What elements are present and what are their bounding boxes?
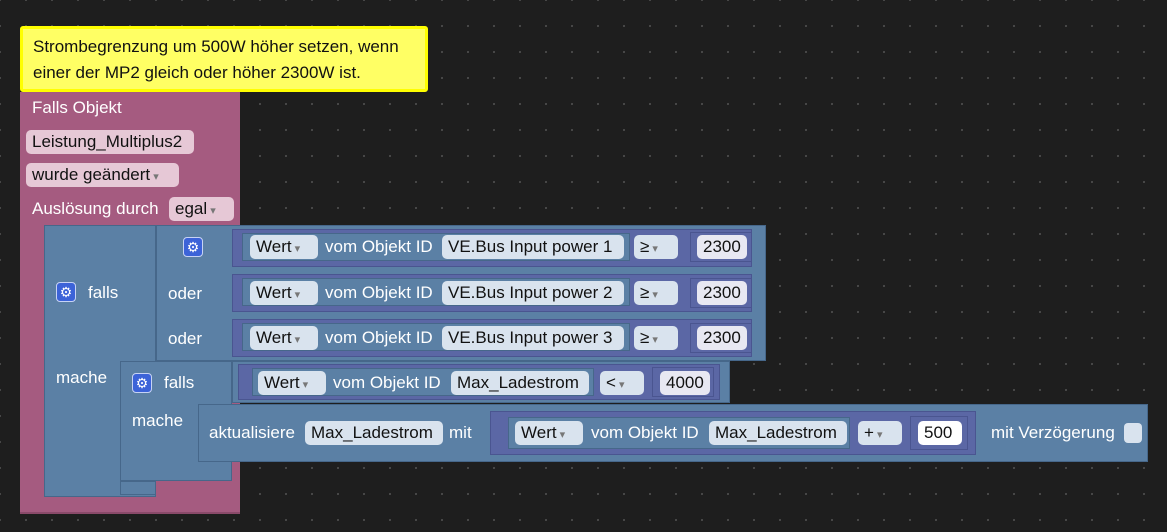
from-object-label-1: vom Objekt ID <box>325 237 433 256</box>
object-id-field-3[interactable]: VE.Bus Input power 3 <box>442 326 624 350</box>
update-with-label: mit <box>449 423 472 442</box>
or-block-gear-icon[interactable]: ⚙ <box>183 237 203 257</box>
math-operator-dropdown[interactable]: + <box>858 421 902 445</box>
number-field-1[interactable]: 2300 <box>697 235 747 259</box>
trigger-object-field[interactable]: Leistung_Multiplus2 <box>26 130 194 154</box>
value-dropdown-2[interactable]: Wert <box>250 281 318 305</box>
value-dropdown-5[interactable]: Wert <box>515 421 583 445</box>
object-id-field-5[interactable]: Max_Ladestrom <box>709 421 847 445</box>
operator-dropdown-1[interactable]: ≥ <box>634 235 678 259</box>
if-outer-mache-label: mache <box>56 368 108 387</box>
trigger-title: Falls Objekt <box>32 98 122 117</box>
object-id-field-4[interactable]: Max_Ladestrom <box>451 371 589 395</box>
trigger-source-dropdown[interactable]: egal <box>169 197 234 221</box>
from-object-label-5: vom Objekt ID <box>591 423 699 442</box>
value-dropdown-3[interactable]: Wert <box>250 326 318 350</box>
from-object-label-2: vom Objekt ID <box>325 283 433 302</box>
if-inner-gear-icon[interactable]: ⚙ <box>132 373 152 393</box>
comment-bubble[interactable]: Strombegrenzung um 500W höher setzen, we… <box>20 26 428 92</box>
update-object-field[interactable]: Max_Ladestrom <box>305 421 443 445</box>
if-outer-gear-icon[interactable]: ⚙ <box>56 282 76 302</box>
from-object-label-3: vom Objekt ID <box>325 328 433 347</box>
value-dropdown-4[interactable]: Wert <box>258 371 326 395</box>
object-id-field-2[interactable]: VE.Bus Input power 2 <box>442 281 624 305</box>
or-label-1: oder <box>168 284 203 303</box>
trigger-change-dropdown[interactable]: wurde geändert <box>26 163 179 187</box>
from-object-label-4: vom Objekt ID <box>333 373 441 392</box>
if-block-inner-bottom <box>120 481 156 495</box>
operator-dropdown-4[interactable]: < <box>600 371 644 395</box>
trigger-source-label: Auslösung durch <box>32 199 159 218</box>
if-outer-falls-label: falls <box>88 283 119 302</box>
delay-checkbox[interactable] <box>1124 423 1142 443</box>
trigger-block-bottom <box>20 512 240 514</box>
operator-dropdown-3[interactable]: ≥ <box>634 326 678 350</box>
if-inner-mache-label: mache <box>132 411 184 430</box>
value-dropdown-1[interactable]: Wert <box>250 235 318 259</box>
comment-line-1: Strombegrenzung um 500W höher setzen, we… <box>33 37 399 56</box>
operator-dropdown-2[interactable]: ≥ <box>634 281 678 305</box>
number-field-3[interactable]: 2300 <box>697 326 747 350</box>
number-field-5[interactable]: 500 <box>918 421 962 445</box>
number-field-2[interactable]: 2300 <box>697 281 747 305</box>
comment-line-2: einer der MP2 gleich oder höher 2300W is… <box>33 63 361 82</box>
update-label: aktualisiere <box>209 423 295 442</box>
if-inner-falls-label: falls <box>164 373 195 392</box>
delay-label: mit Verzögerung <box>991 423 1115 442</box>
or-label-2: oder <box>168 329 203 348</box>
number-field-4[interactable]: 4000 <box>660 371 710 395</box>
object-id-field-1[interactable]: VE.Bus Input power 1 <box>442 235 624 259</box>
